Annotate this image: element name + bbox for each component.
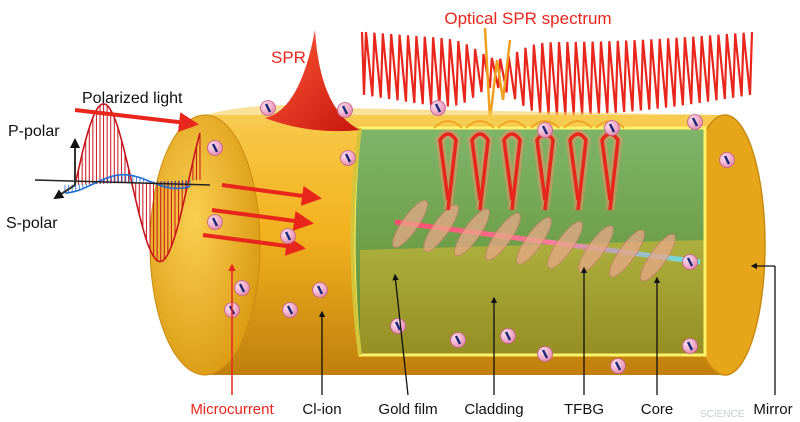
cl-ion-label: Cl-ion <box>302 401 341 418</box>
cl-ion <box>537 122 553 138</box>
spr-peak-shape <box>265 30 360 132</box>
spr-spectrum-waveform <box>360 27 754 121</box>
cl-ion <box>719 152 735 168</box>
tfbg-label: TFBG <box>564 401 604 418</box>
mirror-label: Mirror <box>753 401 792 418</box>
cl-ion <box>687 114 703 130</box>
cl-ions <box>207 100 735 374</box>
cl-ion <box>207 140 223 156</box>
cl-ion <box>282 302 298 318</box>
cl-ion <box>430 100 446 116</box>
polarized-light-wave <box>34 103 211 263</box>
wave-arc <box>530 120 560 129</box>
cl-ion <box>280 228 296 244</box>
s-polar-axis-arrow <box>53 184 76 200</box>
wave-arc <box>433 120 463 129</box>
polarized-light-label: Polarized light <box>82 90 183 107</box>
wave-arc <box>563 120 593 129</box>
wave-line <box>502 132 522 211</box>
microcurrent-arrows <box>202 183 322 256</box>
wave-line <box>438 132 458 211</box>
grating-plane <box>640 233 676 282</box>
cl-ion <box>234 280 250 296</box>
core-label: Core <box>641 401 674 418</box>
spectrum-title: Optical SPR spectrum <box>444 9 611 28</box>
tfbg-gratings <box>392 200 676 282</box>
grating-plane <box>392 200 428 248</box>
microcurrent-label: Microcurrent <box>190 401 274 418</box>
grating-plane <box>609 229 645 278</box>
cl-ion <box>500 328 516 344</box>
wave-line <box>470 132 490 211</box>
wave-arc <box>497 120 527 129</box>
propagation-axis <box>34 179 211 186</box>
callout-lines <box>228 262 776 396</box>
cl-ion <box>390 318 406 334</box>
polarized-light-arrow <box>74 108 199 133</box>
cl-ion <box>312 282 328 298</box>
p-polar-label: P-polar <box>8 123 60 140</box>
wave-line <box>568 132 588 211</box>
cl-ion <box>260 100 276 116</box>
cl-ion <box>610 358 626 374</box>
cl-ion <box>340 150 356 166</box>
cl-ion <box>604 120 620 136</box>
cladding-label: Cladding <box>464 401 523 418</box>
grating-plane <box>485 212 521 261</box>
cl-ion <box>337 102 353 118</box>
cl-ion <box>207 214 223 230</box>
watermark: SCIENCE <box>700 409 745 420</box>
grating-plane <box>454 208 490 257</box>
grating-plane <box>516 216 552 265</box>
spr-label: SPR <box>271 48 306 67</box>
wave-arc <box>465 120 495 129</box>
cl-ion <box>537 346 553 362</box>
gold-film-label: Gold film <box>378 401 437 418</box>
grating-plane <box>547 221 583 269</box>
s-polar-label: S-polar <box>6 215 58 232</box>
grating-plane <box>423 204 459 253</box>
cutaway-window <box>350 120 707 357</box>
cl-ion <box>682 254 698 270</box>
cl-ion <box>450 332 466 348</box>
grating-plane <box>578 225 614 274</box>
cl-ion <box>682 338 698 354</box>
